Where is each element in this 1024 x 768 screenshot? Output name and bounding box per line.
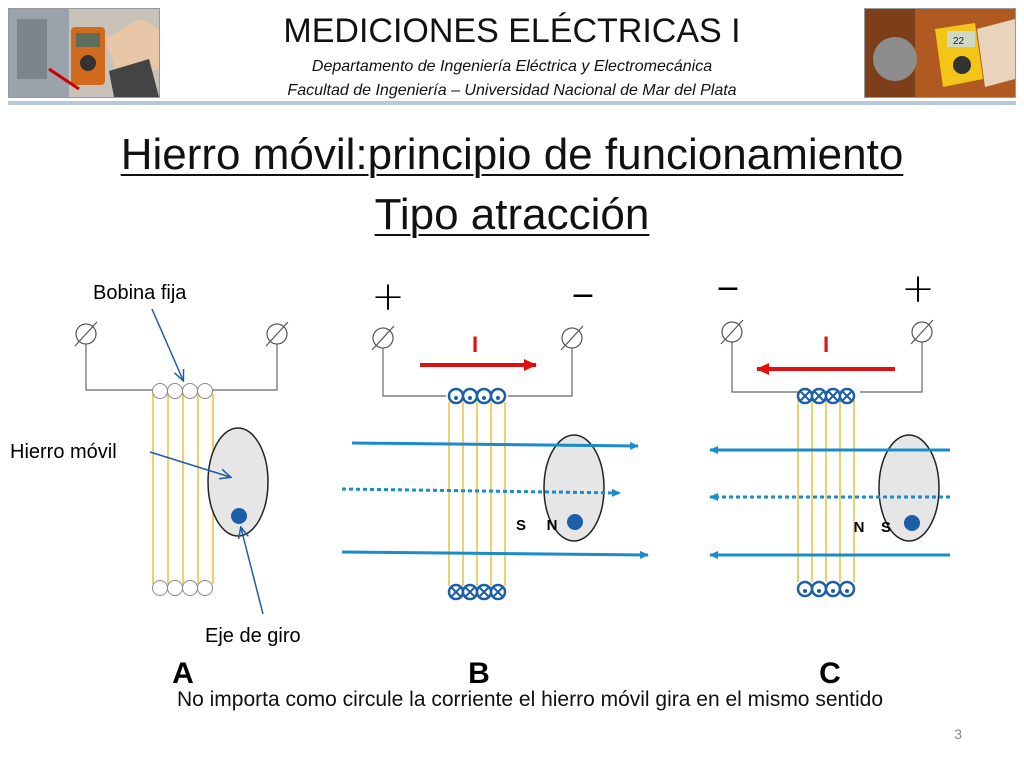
iron-label: Hierro móvil [10, 441, 117, 463]
panel-b: + − I [341, 274, 649, 690]
conductor-crosses-top-c [796, 387, 856, 405]
terminal-right-icon [560, 325, 584, 351]
current-label-b: I [472, 332, 478, 357]
pivot-axis-b [567, 514, 583, 530]
pivot-axis-a [231, 508, 247, 524]
terminal-right-icon [265, 321, 289, 347]
coil-label: Bobina fija [93, 282, 187, 304]
multimeter-photo-left [8, 8, 160, 98]
department-subtitle: Departamento de Ingeniería Eléctrica y E… [311, 58, 713, 75]
moving-iron-diagram: Bobina fija [10, 266, 950, 690]
moving-iron-c [878, 434, 940, 542]
terminal-right-icon [910, 319, 934, 345]
panel-c: − + I [709, 266, 950, 690]
field-line-b-2 [341, 487, 621, 497]
current-label-c: I [823, 332, 829, 357]
page-number: 3 [954, 726, 962, 742]
slide-title: Hierro móvil:principio de funcionamiento [120, 130, 904, 179]
moving-iron-b [543, 434, 605, 542]
iron-pointer-arrow [149, 451, 230, 477]
coil-pointer-arrow [151, 308, 183, 380]
panel-label-b: B [468, 657, 490, 690]
multimeter-photo-right: 22 [864, 8, 1016, 98]
terminal-left-icon [74, 321, 98, 347]
axis-pointer-arrow [241, 528, 264, 615]
pole-n-b: N [547, 517, 558, 534]
panel-label-a: A [172, 657, 194, 690]
course-title: MEDICIONES ELÉCTRICAS I [283, 12, 741, 50]
pole-s-b: S [516, 517, 526, 534]
faculty-subtitle: Facultad de Ingeniería – Universidad Nac… [287, 82, 737, 99]
field-line-b-1 [351, 441, 639, 450]
slide-subtitle: Tipo atracción [374, 190, 650, 239]
fixed-coil-a [152, 383, 214, 596]
axis-label: Eje de giro [205, 625, 301, 647]
pole-s-c: S [881, 519, 891, 536]
panel-label-c: C [819, 657, 841, 690]
pole-n-c: N [854, 519, 865, 536]
minus-sign-b: − [570, 278, 595, 313]
pivot-axis-c [904, 515, 920, 531]
fixed-coil-b [448, 402, 506, 586]
terminal-left-icon [720, 319, 744, 345]
fixed-coil-c [797, 400, 855, 582]
plus-sign-b: + [371, 274, 405, 320]
minus-sign-c: − [715, 271, 740, 306]
terminal-left-icon [371, 325, 395, 351]
header-divider [8, 101, 1016, 105]
field-line-b-3 [341, 550, 649, 559]
conductor-dots-bottom-c [796, 580, 856, 598]
meter-screen-reading: 22 [953, 36, 965, 47]
panel-a: Bobina fija [10, 282, 301, 690]
conductor-crosses-bottom-b [447, 583, 507, 601]
conclusion-note: No importa como circule la corriente el … [176, 688, 884, 711]
plus-sign-c: + [901, 266, 935, 312]
conductor-dots-top-b [447, 387, 507, 405]
